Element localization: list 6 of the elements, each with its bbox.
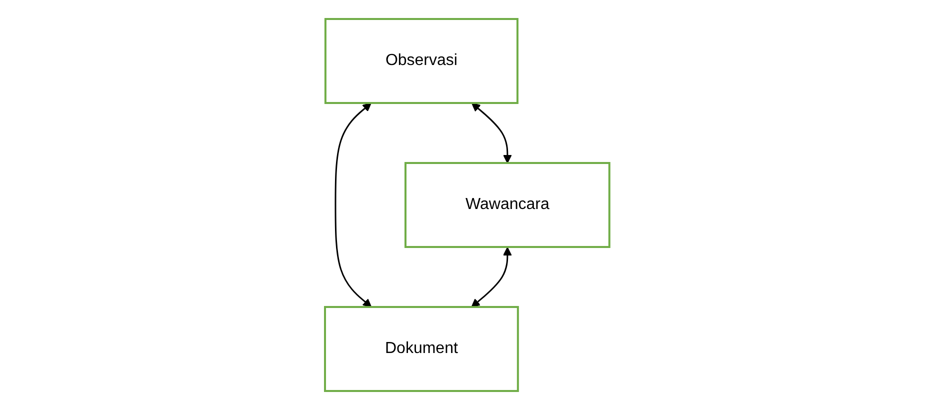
node-box: Wawancara (404, 162, 610, 248)
node-box: Observasi (324, 18, 518, 104)
arrow (471, 102, 512, 164)
arrow (471, 247, 512, 308)
arrow (334, 102, 372, 308)
node-box: Dokument (324, 306, 519, 392)
